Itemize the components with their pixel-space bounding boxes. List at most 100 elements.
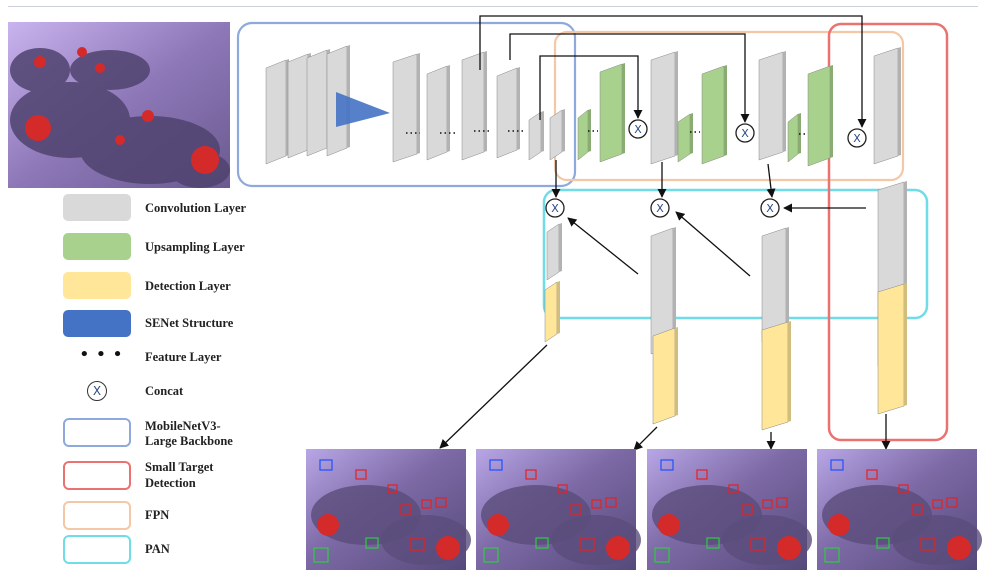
legend-swatch-senet (63, 310, 131, 337)
small-target-box (827, 22, 949, 442)
conv-layer (528, 111, 544, 161)
backbone-box (236, 21, 577, 188)
detection-layer (544, 281, 560, 343)
detection-result-image (647, 449, 812, 570)
tomato (142, 110, 154, 122)
input-photo (8, 22, 230, 188)
legend-swatch-upsample (63, 233, 131, 260)
detection-box (762, 499, 773, 509)
legend-label-backbone-2: Large Backbone (145, 434, 233, 448)
detection-box (750, 537, 766, 551)
conv-layer (426, 65, 450, 161)
senet-block (336, 92, 390, 127)
conv-layer (392, 53, 420, 163)
upsample-layer (577, 109, 591, 161)
pan-arrow (567, 217, 639, 275)
tomato (25, 115, 51, 141)
upsample-layer (677, 113, 693, 163)
skip-connection-arrow (539, 55, 643, 120)
detection-box (728, 484, 739, 494)
detection-box (866, 469, 878, 480)
detection-layer (652, 327, 678, 425)
detection-box (946, 497, 958, 508)
concat-icon: X (545, 198, 565, 218)
legend-label-pan: PAN (145, 542, 170, 556)
detection-result-image (817, 449, 982, 570)
detection-box (489, 459, 503, 471)
detection-box (911, 504, 923, 515)
legend-concat-icon: X (87, 381, 107, 401)
svg-text:X: X (741, 127, 749, 140)
detection-box (313, 547, 329, 563)
concat-icon: X (847, 128, 867, 148)
detection-box (387, 484, 398, 494)
upsample-layer (787, 113, 801, 163)
svg-text:X: X (634, 123, 642, 136)
detection-box (483, 547, 499, 563)
detection-box (830, 459, 844, 471)
legend-label-feature: Feature Layer (145, 350, 222, 364)
detection-layer (761, 321, 791, 431)
tomato (34, 56, 46, 68)
detection-box (741, 504, 753, 515)
pan-arrow (675, 211, 751, 277)
conv-layer (873, 47, 901, 165)
conv-layer (265, 59, 289, 165)
detection-box (824, 547, 840, 563)
conv-layer (650, 51, 678, 165)
detection-box (435, 497, 447, 508)
legend-swatch-conv (63, 194, 131, 221)
legend-label-conv: Convolution Layer (145, 201, 247, 215)
detection-box (400, 504, 412, 515)
concat-icon: X (735, 123, 755, 143)
legend-label-senet: SENet Structure (145, 316, 234, 330)
detection-box (409, 537, 425, 551)
legend-swatch-small-target (63, 461, 131, 490)
concat-icon: X (760, 198, 780, 218)
conv-layer (496, 67, 520, 159)
detection-box (579, 537, 595, 551)
legend-label-small-1: Small Target (145, 460, 214, 474)
output-arrow (633, 426, 658, 451)
conv-layer (549, 109, 565, 161)
tomato (606, 536, 630, 560)
detection-box (557, 484, 568, 494)
detection-box (696, 469, 708, 480)
skip-connection-arrow (509, 33, 750, 123)
legend-label-backbone-1: MobileNetV3- (145, 419, 221, 433)
tomato (487, 514, 509, 536)
fpn-box (553, 30, 905, 182)
tomato (77, 47, 87, 57)
tomato (658, 514, 680, 536)
detection-result-image (306, 449, 471, 570)
tomato (777, 536, 801, 560)
conv-layer (650, 227, 676, 355)
foliage (10, 48, 230, 188)
svg-text:X: X (656, 202, 664, 215)
tomato (436, 536, 460, 560)
concat-icon: X (650, 198, 670, 218)
skip-connection-arrow (479, 15, 867, 128)
svg-text:X: X (551, 202, 559, 215)
upsample-layer (807, 65, 833, 167)
conv-layer (546, 223, 562, 281)
top-rule (8, 6, 978, 7)
conv-layer (461, 51, 487, 161)
detection-box (525, 469, 537, 480)
output-arrow (439, 344, 548, 449)
legend-label-detect: Detection Layer (145, 279, 231, 293)
legend-swatch-fpn (63, 501, 131, 530)
detection-box (421, 499, 432, 509)
legend-label-fpn: FPN (145, 508, 170, 522)
svg-text:X: X (766, 202, 774, 215)
detection-box (591, 499, 602, 509)
concat-icon: X (628, 119, 648, 139)
conv-layer (761, 227, 789, 343)
legend-label-upsample: Upsampling Layer (145, 240, 245, 254)
legend-swatch-backbone (63, 418, 131, 447)
detection-box (776, 497, 788, 508)
detection-box (570, 504, 582, 515)
down-arrow (766, 163, 776, 198)
detection-box (898, 484, 909, 494)
